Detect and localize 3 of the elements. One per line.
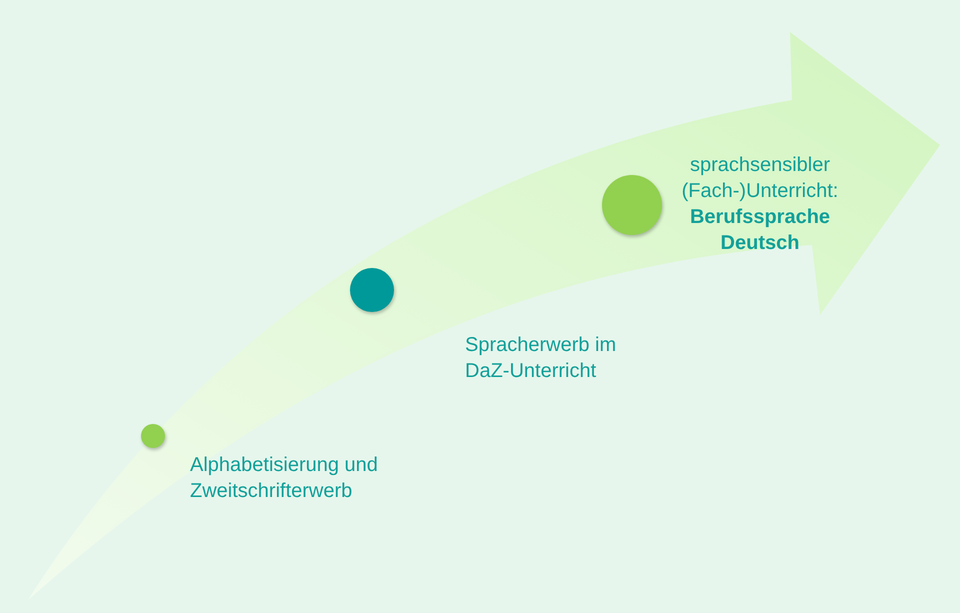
milestone-label: Spracherwerb im DaZ-Unterricht	[465, 333, 618, 384]
milestone-label: sprachsensibler (Fach-)Unterricht: Berufssprache Deutsch	[680, 153, 840, 256]
milestone-label: Alphabetisierung und Zweitschrifterwerb	[190, 453, 379, 504]
